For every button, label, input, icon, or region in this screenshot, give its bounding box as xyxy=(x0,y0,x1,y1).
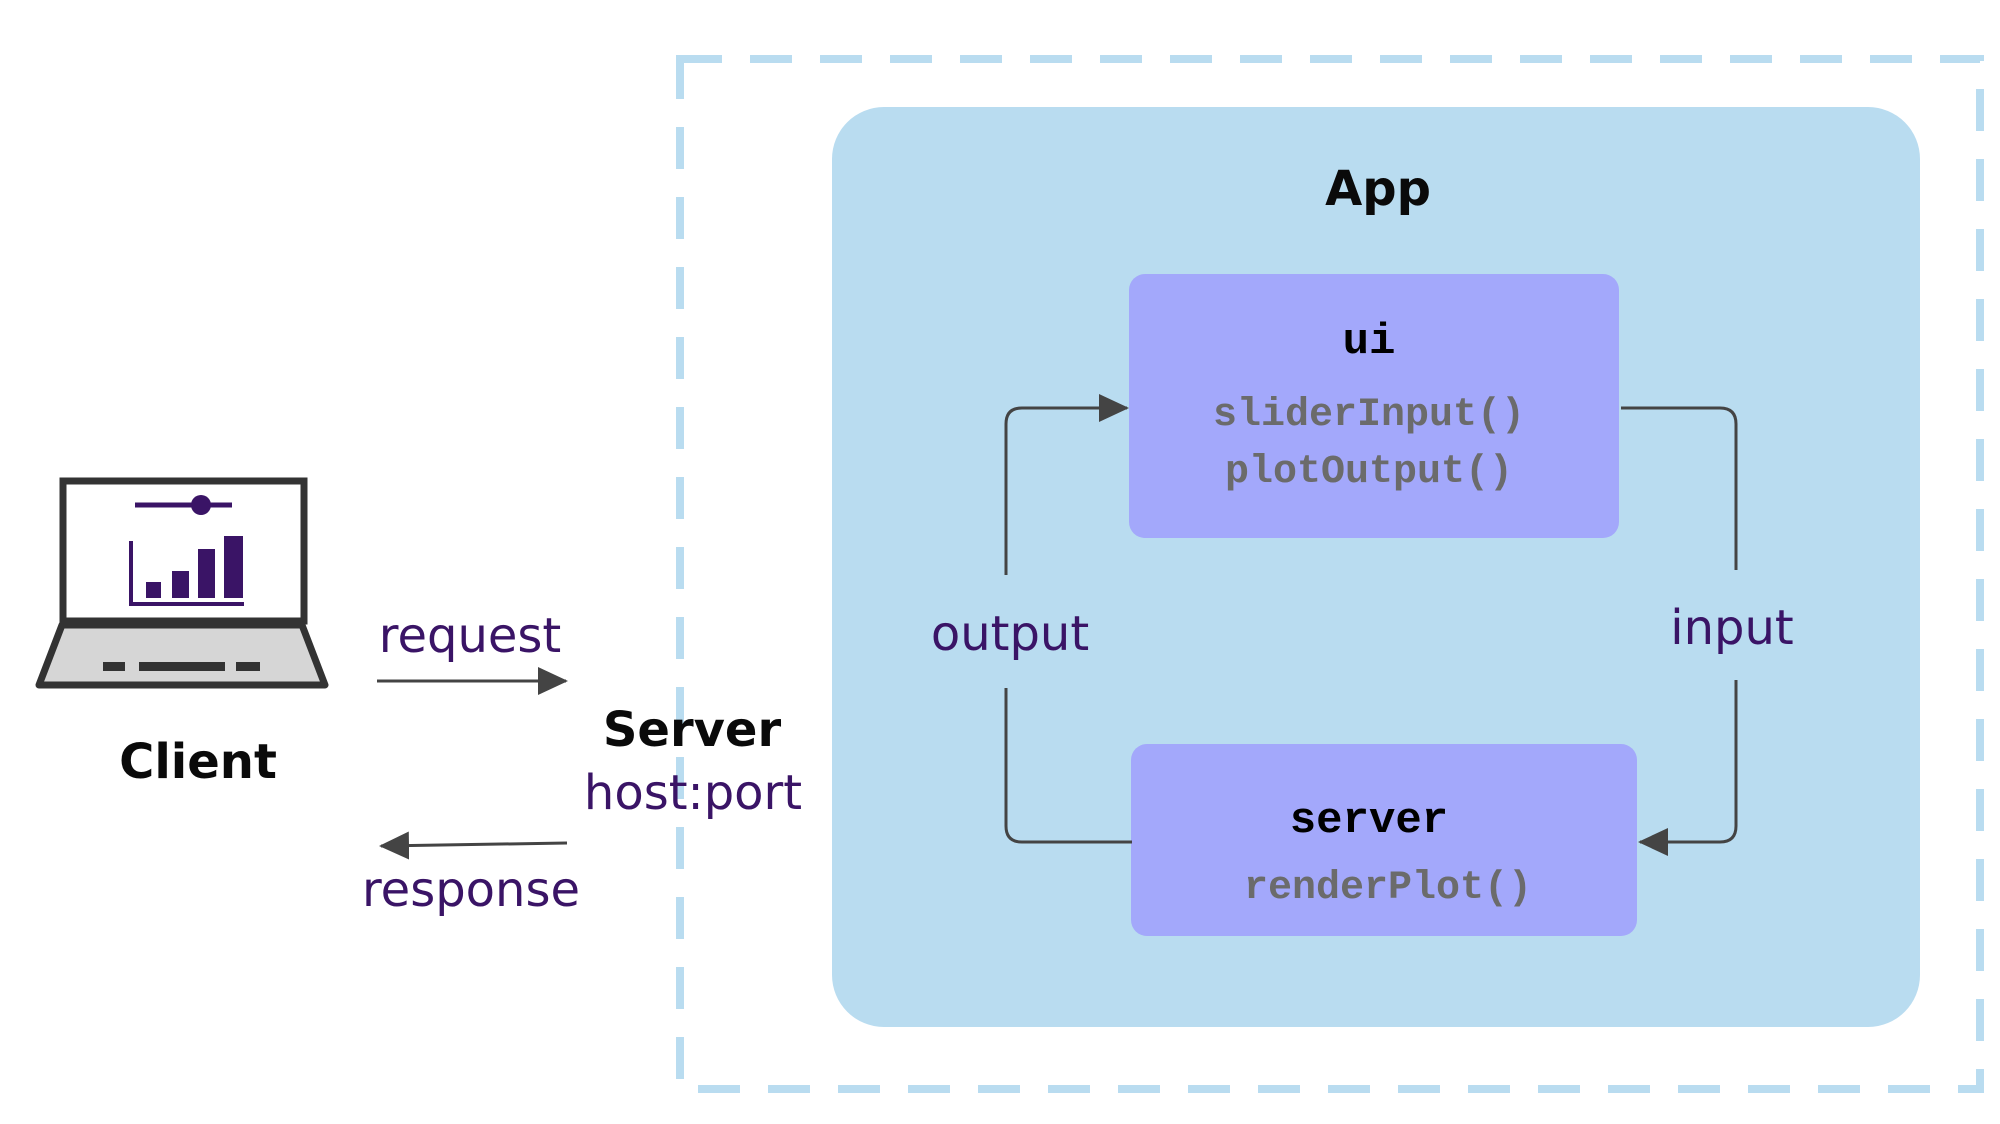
input-label: input xyxy=(1670,600,1793,656)
input-arrow xyxy=(1638,680,1738,856)
laptop-chart-icon xyxy=(35,477,329,689)
ui-function-slider-input: sliderInput() xyxy=(1213,393,1525,438)
server-box-title: server xyxy=(1290,796,1448,846)
output-arrow xyxy=(1004,394,1129,575)
input-connector-top xyxy=(1621,406,1738,570)
server-boundary xyxy=(676,55,1984,1093)
server-address: host:port xyxy=(584,765,802,821)
server-label: Server xyxy=(603,702,782,758)
app-title: App xyxy=(1325,161,1431,217)
response-arrow xyxy=(379,831,568,860)
server-box: server renderPlot() xyxy=(1131,744,1637,936)
server-function-render-plot: renderPlot() xyxy=(1244,866,1532,911)
output-connector-bottom xyxy=(1004,688,1132,844)
app-container xyxy=(832,107,1920,1027)
client-label: Client xyxy=(119,734,277,790)
ui-function-plot-output: plotOutput() xyxy=(1225,450,1513,495)
output-label: output xyxy=(931,606,1089,662)
request-label: request xyxy=(379,608,561,664)
response-label: response xyxy=(362,862,580,918)
ui-box-title: ui xyxy=(1343,317,1396,367)
ui-box: ui sliderInput() plotOutput() xyxy=(1129,274,1619,538)
